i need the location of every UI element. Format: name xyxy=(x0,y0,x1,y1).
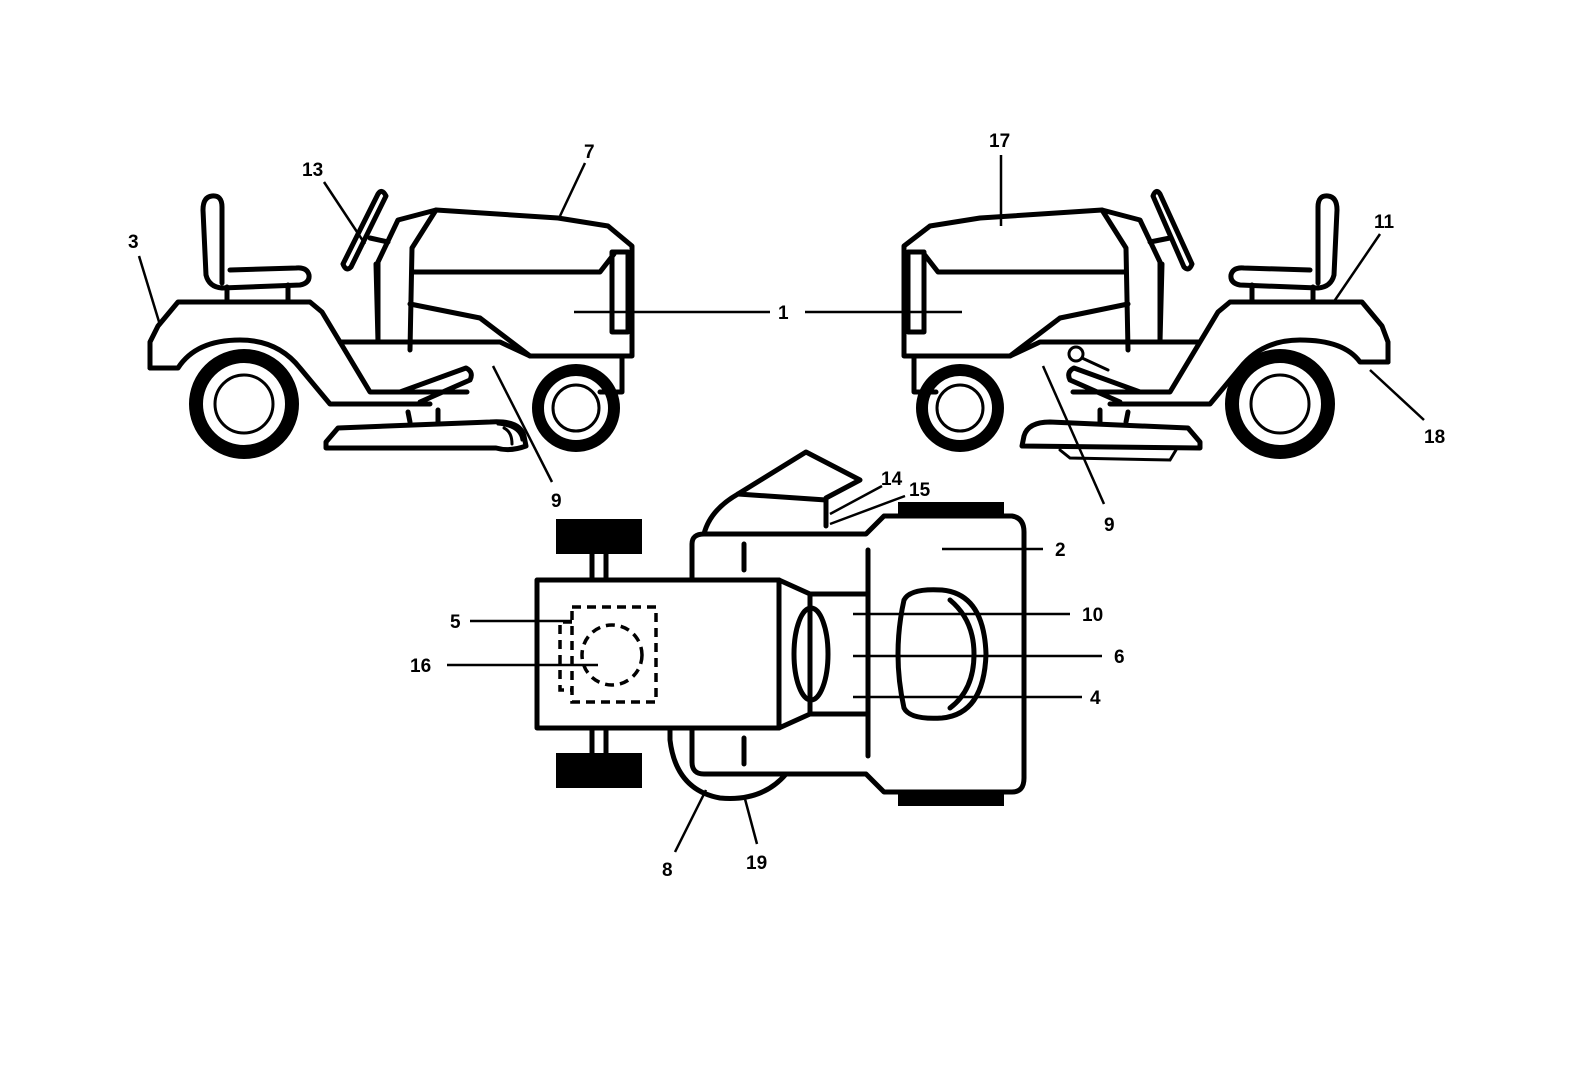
top-view-tractor xyxy=(534,449,1027,806)
callout-14: 14 xyxy=(881,469,903,490)
callout-9-left: 9 xyxy=(551,491,562,512)
callout-4: 4 xyxy=(1090,688,1101,709)
callout-11: 11 xyxy=(1374,212,1395,233)
right-side-view-tractor xyxy=(901,188,1391,462)
callout-2: 2 xyxy=(1055,540,1066,561)
callout-5: 5 xyxy=(450,612,461,633)
callout-8: 8 xyxy=(662,860,673,881)
callout-13: 13 xyxy=(302,160,323,181)
callout-15: 15 xyxy=(909,480,931,501)
callout-10: 10 xyxy=(1082,605,1103,626)
callout-19: 19 xyxy=(746,853,767,874)
callout-9-right: 9 xyxy=(1104,515,1115,536)
callout-3: 3 xyxy=(128,232,139,253)
callout-17: 17 xyxy=(989,131,1010,152)
callout-labels: 1 2 3 4 5 6 7 8 9 9 10 11 13 14 15 16 17… xyxy=(128,131,1445,881)
callout-16: 16 xyxy=(410,656,431,677)
leader-lines xyxy=(137,155,1425,853)
callout-7: 7 xyxy=(584,142,595,163)
left-side-view-tractor xyxy=(147,188,635,459)
callout-1: 1 xyxy=(778,303,789,324)
callout-18: 18 xyxy=(1424,427,1445,448)
callout-6: 6 xyxy=(1114,647,1125,668)
